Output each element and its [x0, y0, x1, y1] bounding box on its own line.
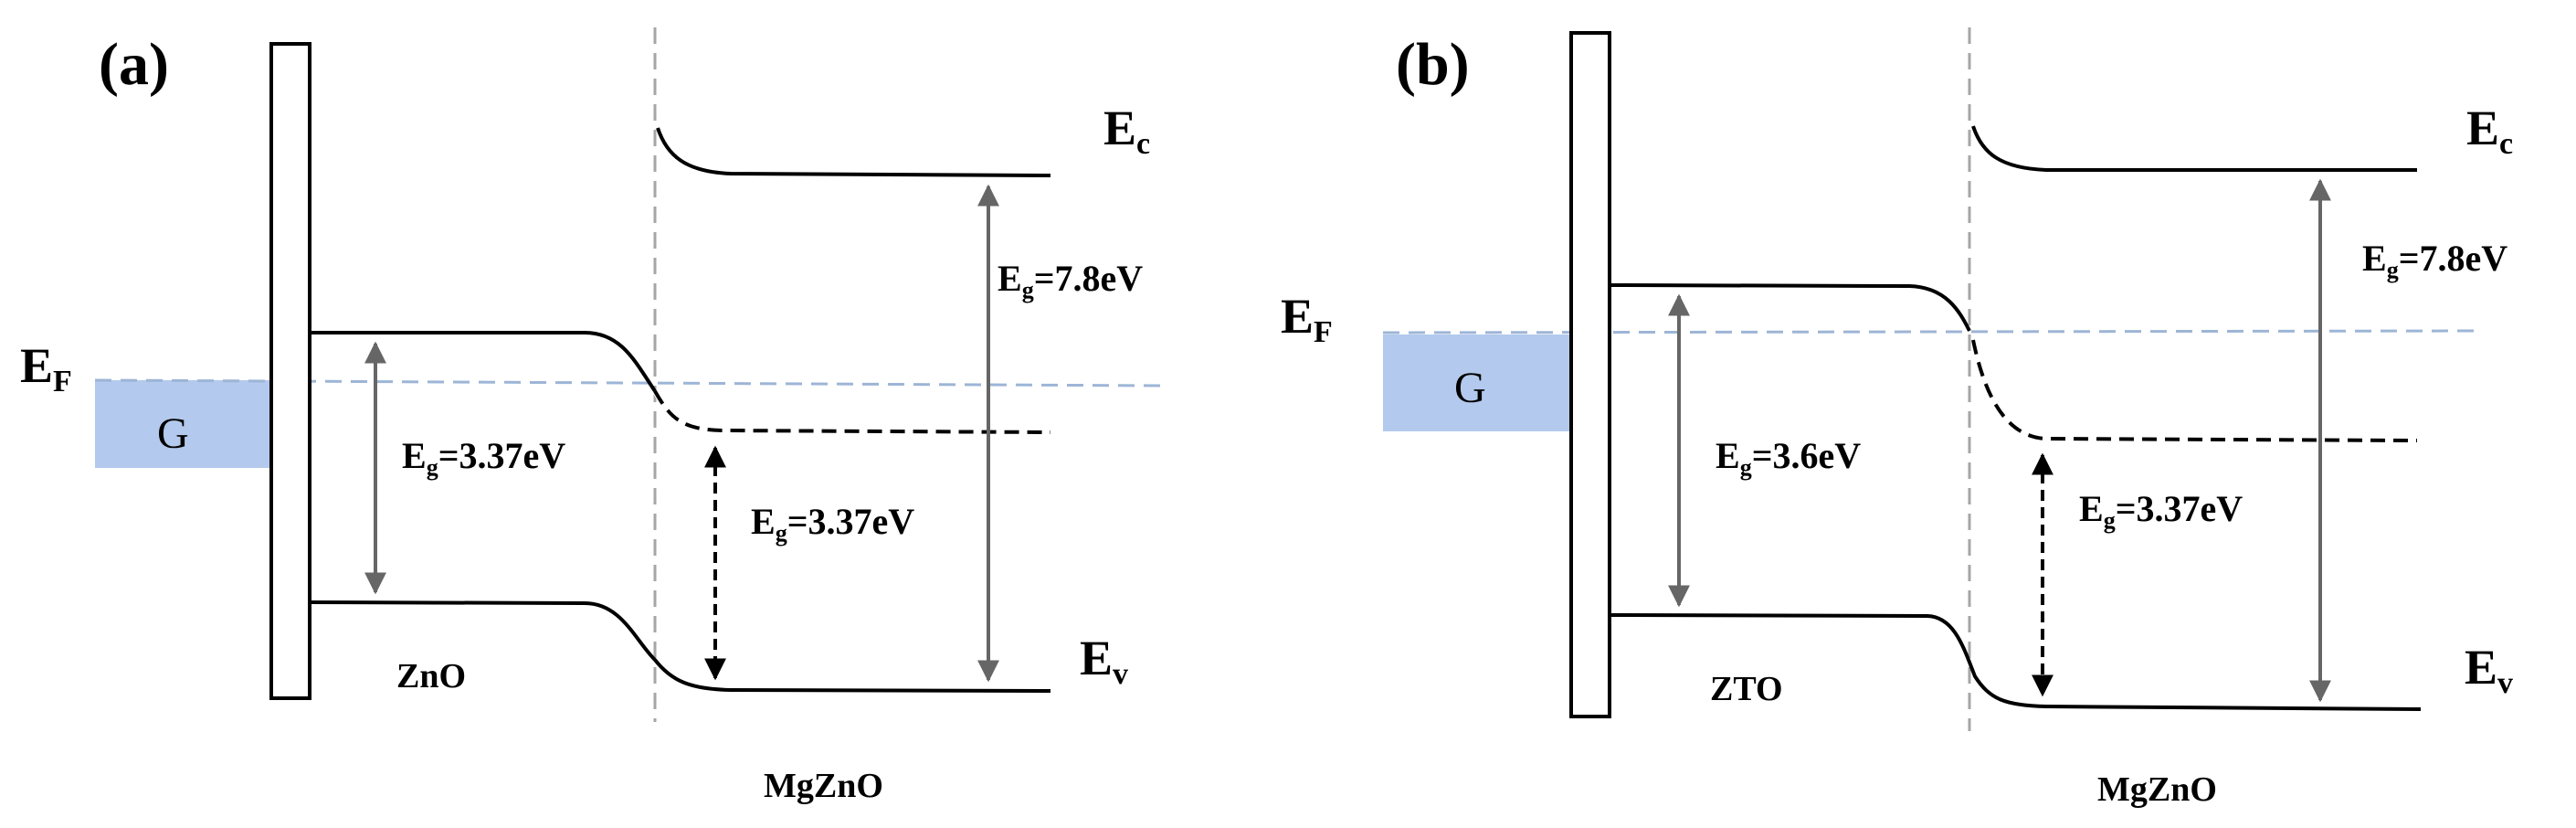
panel-a-ec-label: Ec: [1103, 101, 1150, 161]
panel-a-left-conduction-band: [310, 331, 1051, 434]
panel-a-label: (a): [99, 31, 169, 98]
panel-a-ev-label: Ev: [1080, 631, 1128, 691]
panel-b-fermi-line: [1382, 329, 2478, 334]
panel-b-label: (b): [1396, 31, 1470, 98]
panel-b-ev-label: Ev: [2465, 640, 2513, 700]
panel-a-left-gap-label: Eg=3.37eV: [402, 435, 565, 481]
panel-b-right-conduction-band: [1971, 125, 2417, 172]
panel-b-valence-band: [1609, 613, 2422, 711]
panel-a-graphene-label: G: [157, 409, 189, 458]
panel-b-left-conduction-band: [1609, 283, 1971, 332]
panel-a-right-dashed-band: [653, 390, 1051, 434]
panel-a-mask: [652, 389, 1051, 435]
panel-b-fermi-label: EF: [1281, 289, 1333, 349]
panel-b-graphene-label: G: [1454, 364, 1486, 412]
panel-a-right-conduction-band: [656, 127, 1051, 177]
panel-a-electrode: [269, 42, 311, 700]
panel-b-right-dashed-band: [1971, 339, 2418, 442]
panel-b-electrode: [1569, 31, 1611, 718]
panel-a: (a) G EF Ec Ev Eg: [20, 27, 1163, 805]
panel-a-fermi-label: EF: [20, 338, 72, 398]
panel-b-ec-label: Ec: [2466, 101, 2513, 161]
panel-a-graphene-block: [95, 380, 270, 468]
panel-b-right-material: MgZnO: [2097, 770, 2217, 809]
panel-a-left-material: ZnO: [396, 657, 466, 695]
panel-a-valence-band: [309, 600, 1051, 693]
panel-b-left-material: ZTO: [1710, 670, 1783, 708]
panel-b-large-gap-label: Eg=7.8eV: [2362, 238, 2507, 283]
panel-b-right-gap-label: Eg=3.37eV: [2079, 488, 2243, 534]
panel-b-left-gap-label: Eg=3.6eV: [1716, 435, 1861, 481]
panel-b: (b) G EF Ec Ev Eg=7.8eV: [1281, 27, 2513, 809]
panel-a-large-gap-label: Eg=7.8eV: [998, 258, 1143, 303]
panel-a-right-material: MgZnO: [764, 767, 883, 805]
panel-b-graphene-block: [1383, 334, 1569, 431]
panel-a-right-gap-label: Eg=3.37eV: [751, 501, 914, 547]
